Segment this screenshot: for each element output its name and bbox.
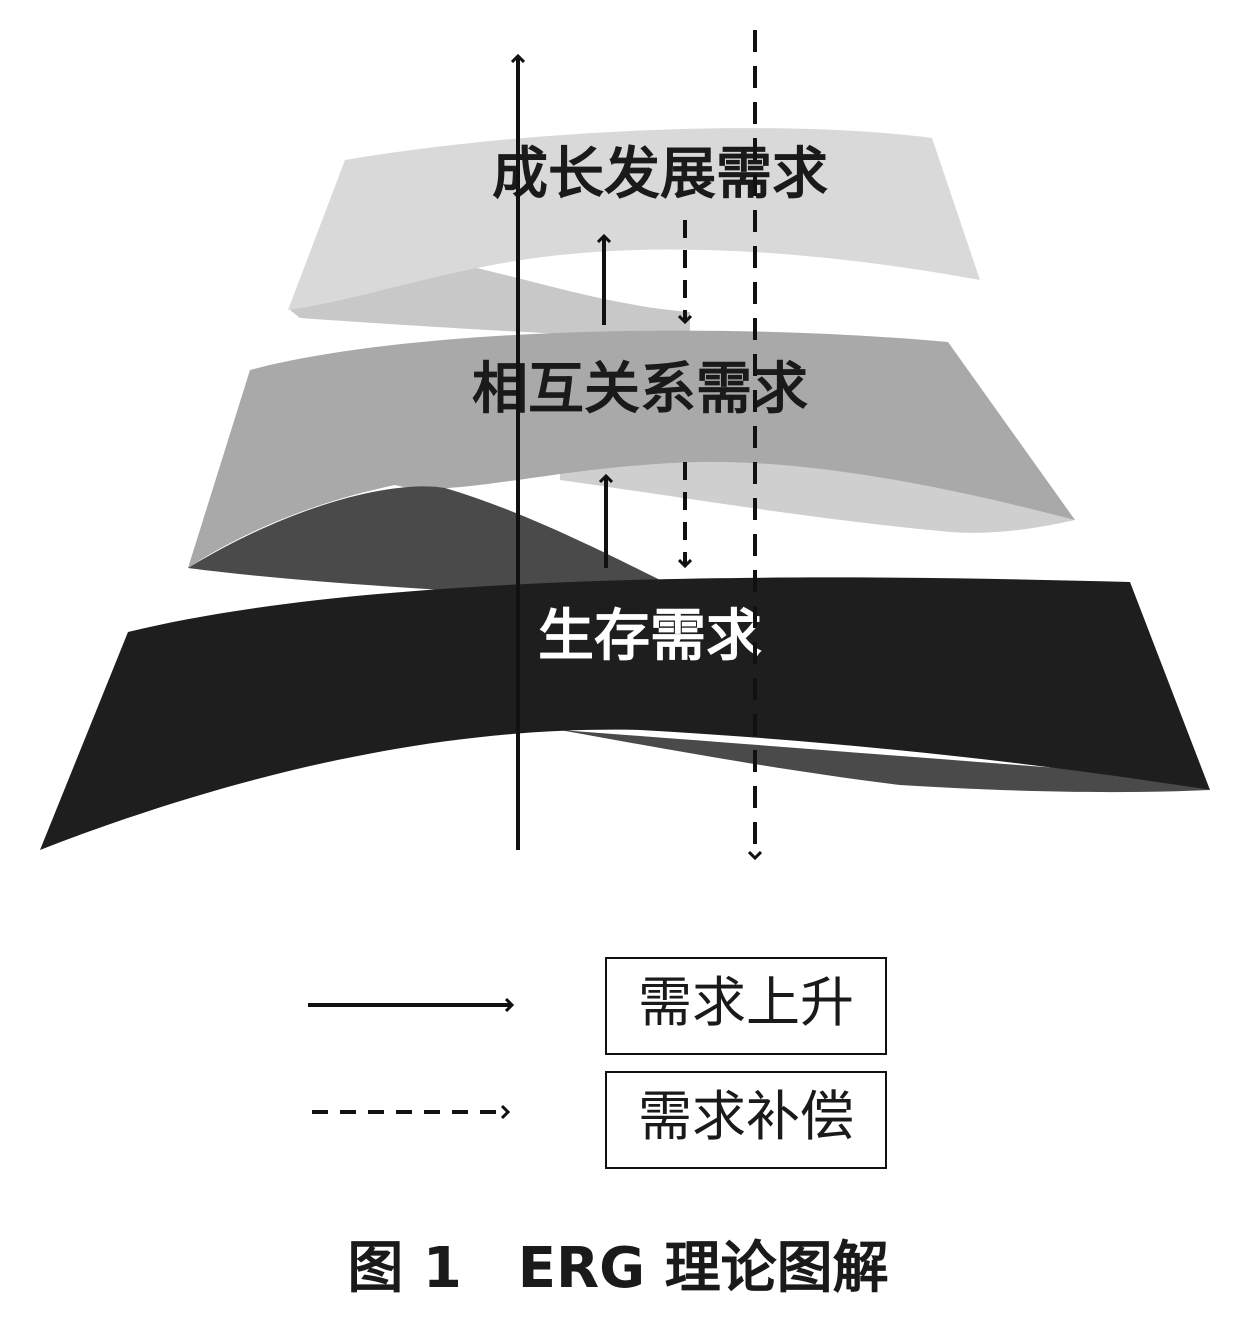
existence-band — [40, 577, 1210, 850]
existence-band-back-right — [560, 730, 1210, 793]
existence-label: 生存需求 — [538, 604, 762, 669]
figure-caption: 图 1 ERG 理论图解 — [347, 1236, 888, 1301]
legend-ascend-label: 需求上升 — [638, 971, 854, 1034]
legend-ascend-box — [605, 957, 887, 1055]
relatedness-label: 相互关系需求 — [472, 357, 808, 422]
relatedness-band — [188, 330, 1075, 568]
growth-band — [288, 128, 980, 310]
existence-band-back — [188, 486, 660, 600]
growth-label: 成长发展需求 — [492, 142, 828, 207]
legend-compensate-label: 需求补偿 — [638, 1085, 854, 1148]
legend-compensate-box — [605, 1071, 887, 1169]
